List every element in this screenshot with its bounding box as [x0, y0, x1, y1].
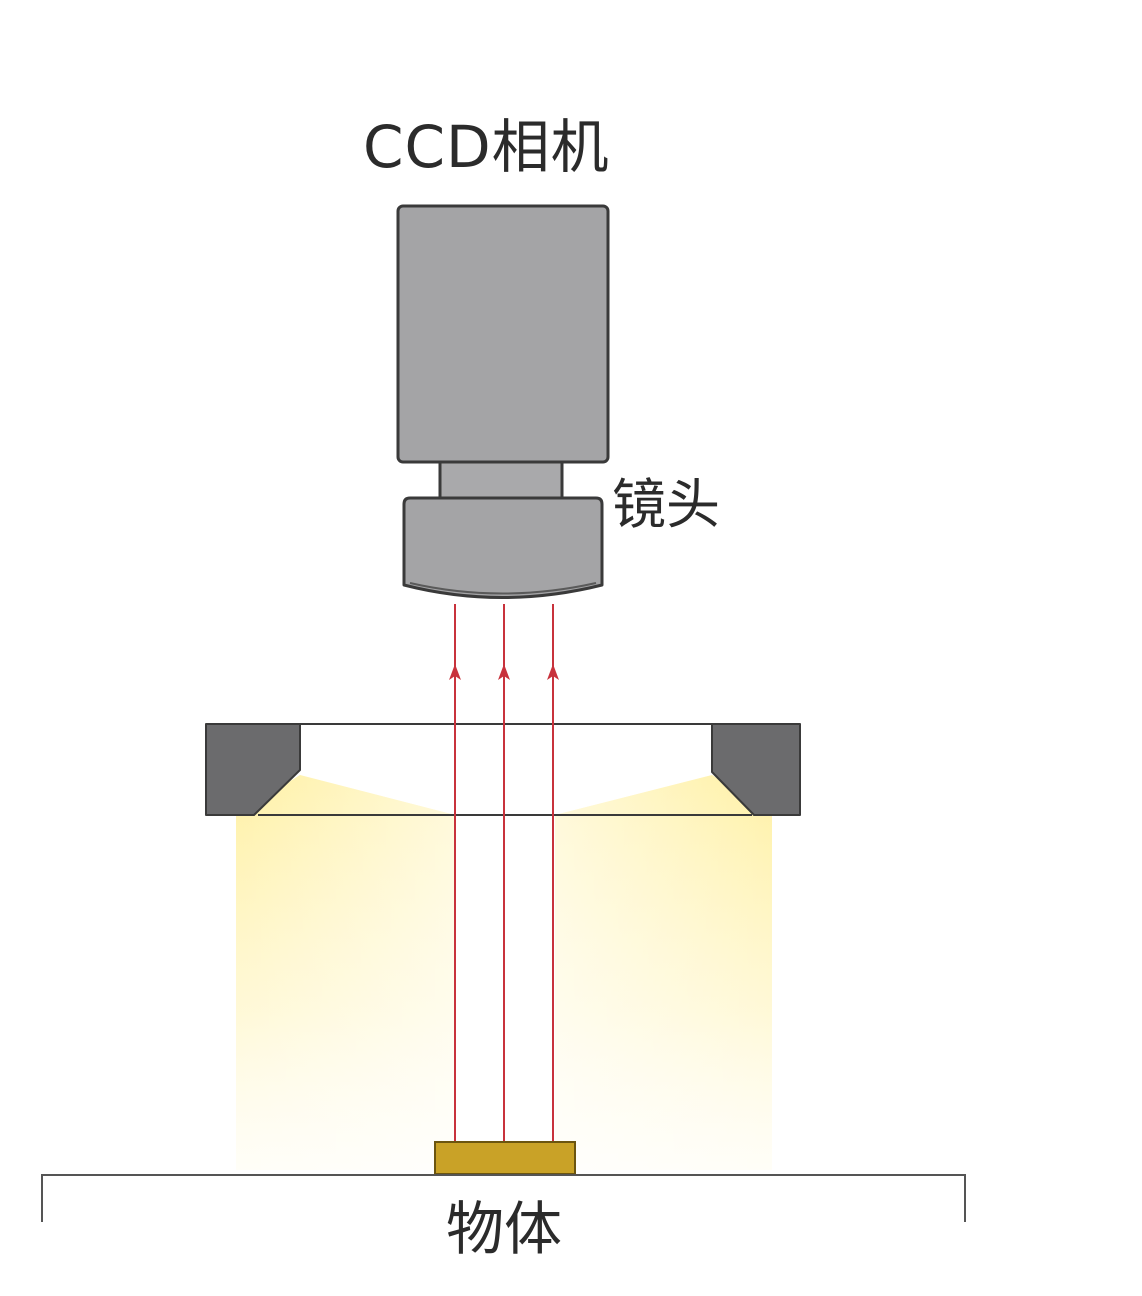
- object-label: 物体: [446, 1195, 563, 1263]
- up-arrow-icon: [449, 664, 461, 680]
- right-light-housing: [711, 723, 801, 816]
- lens-neck: [438, 460, 564, 500]
- light-rays: [449, 604, 559, 1142]
- object-bracket-line: [41, 1174, 966, 1222]
- lens-label: 镜头: [612, 473, 720, 536]
- left-light-housing: [205, 723, 301, 816]
- ring-light: [205, 723, 801, 816]
- camera-body: [396, 204, 610, 464]
- light-glow: [236, 775, 772, 1170]
- up-arrow-icon: [498, 664, 510, 680]
- camera-label: CCD相机: [363, 113, 610, 181]
- ccd-camera: [396, 204, 610, 599]
- lens-barrel: [402, 496, 604, 599]
- object-block: [434, 1141, 576, 1175]
- up-arrow-icon: [547, 664, 559, 680]
- left-light-beam-fade: [236, 775, 455, 1170]
- lens-front-rim: [409, 582, 597, 595]
- right-light-beam-fade: [555, 775, 772, 1170]
